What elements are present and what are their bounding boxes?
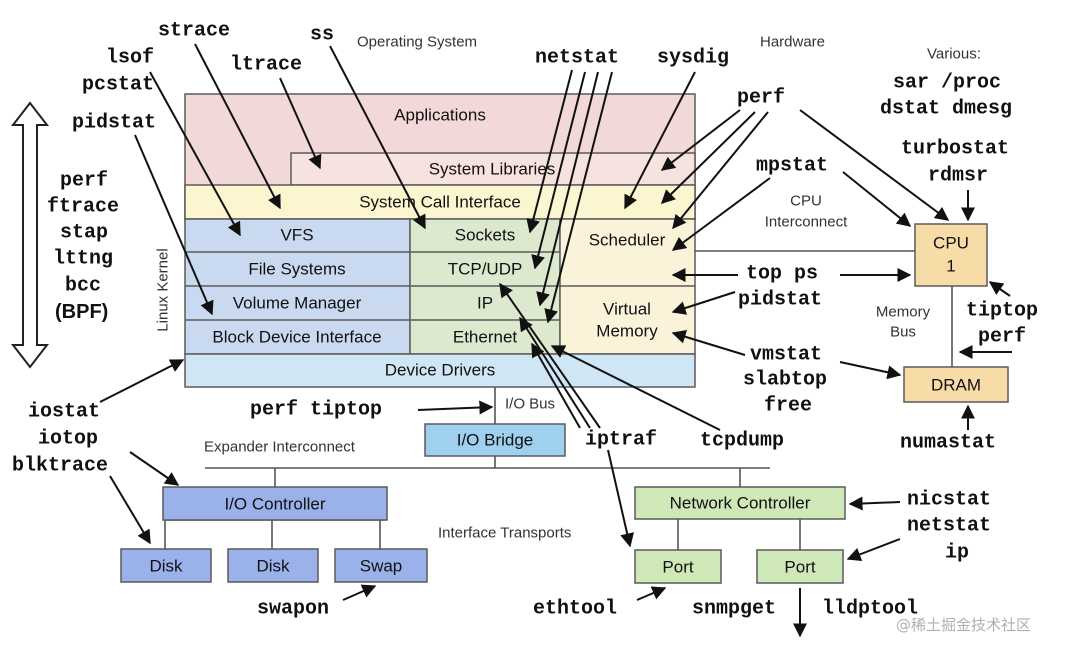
various-header: Various: xyxy=(927,46,981,63)
tool-turbostat: turbostat xyxy=(901,138,1009,161)
cpu-interconnect-label-2: Interconnect xyxy=(765,214,848,231)
tool-lldptool: lldptool xyxy=(822,598,918,621)
tool-perf-left: perf xyxy=(60,170,108,193)
virtual-memory-label-1: Virtual xyxy=(603,300,651,319)
tool-tcpdump: tcpdump xyxy=(700,430,784,453)
os-header: Operating System xyxy=(357,34,477,51)
network-controller-label: Network Controller xyxy=(670,494,811,513)
tool-top-ps: top ps xyxy=(746,263,818,286)
network-controller-box xyxy=(634,486,846,520)
tool-rdmsr: rdmsr xyxy=(928,165,988,188)
tool-free: free xyxy=(764,395,812,418)
applications-label: Applications xyxy=(394,106,486,125)
disk2-label: Disk xyxy=(256,557,290,576)
tool-arrows xyxy=(99,43,1012,638)
tool-ip-right: ip xyxy=(945,542,969,565)
tool-blktrace: blktrace xyxy=(12,455,108,478)
double-arrow-icon xyxy=(10,101,50,369)
memory-bus-label-2: Bus xyxy=(890,324,916,341)
device-drivers-layer xyxy=(184,353,696,388)
io-controller-label: I/O Controller xyxy=(224,495,325,514)
tool-numastat: numastat xyxy=(900,432,996,455)
system-libraries-label: System Libraries xyxy=(429,160,556,179)
tool-slabtop: slabtop xyxy=(743,369,827,392)
tool-snmpget: snmpget xyxy=(692,598,776,621)
block-device-label: Block Device Interface xyxy=(212,328,381,347)
dram-box xyxy=(903,366,1009,403)
tcp-udp-label: TCP/UDP xyxy=(448,260,523,279)
hardware-header: Hardware xyxy=(760,34,825,51)
tool-pidstat-left: pidstat xyxy=(72,112,156,135)
tool-ethtool: ethtool xyxy=(533,598,617,621)
cpu-box xyxy=(914,223,988,287)
port1-label: Port xyxy=(662,558,693,577)
tool-perf-tiptop: perf tiptop xyxy=(250,399,382,422)
tool-netstat-top: netstat xyxy=(535,47,619,70)
tool-perf-top: perf xyxy=(737,87,785,110)
port2-box xyxy=(756,549,844,584)
syscall-label: System Call Interface xyxy=(359,193,521,212)
file-systems-label: File Systems xyxy=(248,260,345,279)
memory-bus-label-1: Memory xyxy=(876,304,931,321)
port2-label: Port xyxy=(784,558,815,577)
tool-lttng: lttng xyxy=(53,248,113,271)
tool-netstat-right: netstat xyxy=(907,515,991,538)
io-bridge-label: I/O Bridge xyxy=(457,431,534,450)
tool-pidstat-mid: pidstat xyxy=(738,289,822,312)
interface-transports-label: Interface Transports xyxy=(438,525,571,542)
disk1-label: Disk xyxy=(149,557,183,576)
ethernet-label: Ethernet xyxy=(453,328,518,347)
tool-iptraf: iptraf xyxy=(585,429,657,452)
tool-iostat: iostat xyxy=(28,401,100,424)
tool-swapon: swapon xyxy=(257,598,329,621)
tool-mpstat: mpstat xyxy=(756,155,828,178)
io-bus-label: I/O Bus xyxy=(505,396,555,413)
tool-lsof: lsof xyxy=(106,47,154,70)
linux-kernel-label: Linux Kernel xyxy=(155,248,172,331)
io-controller-box xyxy=(162,486,388,521)
disk2-box xyxy=(227,548,319,583)
virtual-memory-label-2: Memory xyxy=(596,322,658,341)
io-bridge-box xyxy=(424,423,566,457)
tool-bpf: (BPF) xyxy=(55,301,108,323)
watermark: @稀土掘金技术社区 xyxy=(896,616,1031,634)
cpu-label-2: 1 xyxy=(946,257,955,276)
vfs-label: VFS xyxy=(280,226,313,245)
tool-bcc: bcc xyxy=(65,275,101,298)
tool-sar-proc: sar /proc xyxy=(893,72,1001,95)
expander-label: Expander Interconnect xyxy=(204,439,356,456)
system-libraries-layer xyxy=(290,152,696,186)
tool-tiptop-right: tiptop xyxy=(966,300,1038,323)
scheduler-label: Scheduler xyxy=(589,231,666,250)
volume-manager-label: Volume Manager xyxy=(233,294,362,313)
device-drivers-label: Device Drivers xyxy=(385,361,496,380)
dram-label: DRAM xyxy=(931,376,981,395)
tool-ltrace: ltrace xyxy=(230,54,302,77)
tool-strace: strace xyxy=(158,20,230,43)
tool-sysdig: sysdig xyxy=(657,47,729,70)
tool-iotop: iotop xyxy=(38,428,98,451)
ip-label: IP xyxy=(477,294,493,313)
swap-label: Swap xyxy=(360,557,403,576)
tool-ftrace: ftrace xyxy=(47,196,119,219)
tool-vmstat: vmstat xyxy=(750,344,822,367)
tool-perf-right: perf xyxy=(978,326,1026,349)
disk1-box xyxy=(120,548,212,583)
port1-box xyxy=(634,549,722,584)
tool-dstat-dmesg: dstat dmesg xyxy=(880,98,1012,121)
tool-ss: ss xyxy=(310,24,334,47)
cpu-label-1: CPU xyxy=(933,234,969,253)
tool-pcstat: pcstat xyxy=(82,74,154,97)
sockets-label: Sockets xyxy=(455,226,515,245)
tool-nicstat: nicstat xyxy=(907,489,991,512)
tool-stap: stap xyxy=(60,222,108,245)
cpu-interconnect-label-1: CPU xyxy=(790,193,822,210)
swap-box xyxy=(334,548,428,583)
